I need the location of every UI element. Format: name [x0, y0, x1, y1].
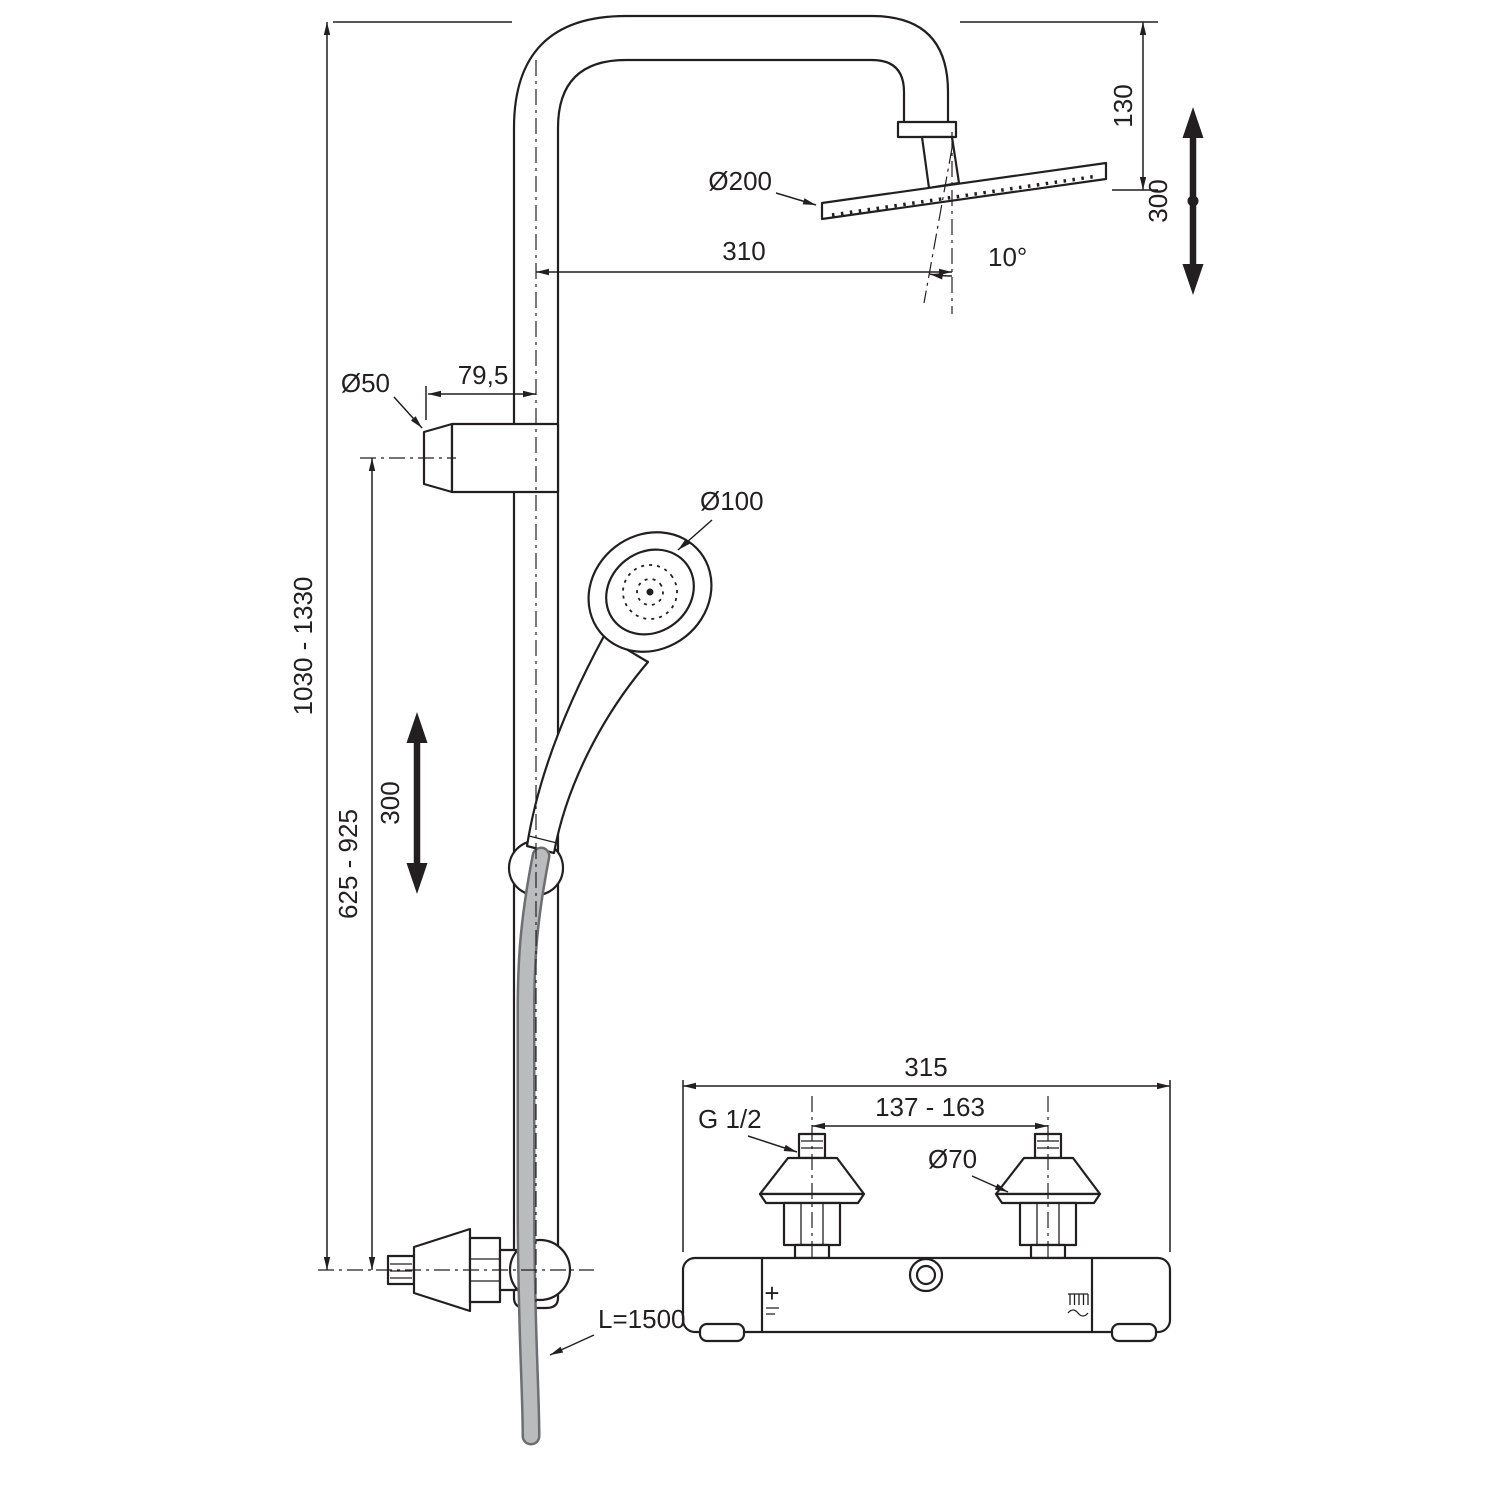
hose-fill [519, 849, 548, 1443]
dimension-bracket-offset: 79,5 [425, 360, 536, 420]
dimension-overhead-height: 130 [960, 21, 1158, 191]
dimension-overhead-offset: 310 [536, 236, 952, 276]
dim-label-mixer-rosette: Ø70 [928, 1144, 977, 1174]
dim-label-slider-range: 625 - 925 [333, 809, 363, 919]
dimension-mixer-rosette: Ø70 [928, 1144, 1009, 1193]
mixer-left-nut-facets [800, 1203, 824, 1245]
dimension-hose-length: L=1500 [549, 1304, 685, 1356]
spray-grid-icon [1067, 1293, 1089, 1317]
dim-label-mixer-width: 315 [904, 1052, 947, 1082]
wall-bracket [422, 422, 560, 494]
dim-label-bracket-diameter: Ø50 [341, 368, 390, 398]
hand-shower [525, 531, 713, 855]
dim-label-column-height: 1030 - 1330 [288, 577, 318, 716]
dimension-column-height: 1030 - 1330 [288, 21, 512, 1270]
spray-ring-outer [622, 564, 678, 620]
mixer-handle-separators [760, 1256, 1094, 1334]
mixer-center-button-outer [908, 1257, 944, 1293]
dimension-bracket-diameter: Ø50 [341, 368, 423, 429]
dimension-mixer-thread: G 1/2 [698, 1104, 798, 1153]
hand-shower-head [587, 531, 713, 653]
dimension-mixer-width: 315 [682, 1052, 1171, 1252]
dim-label-handshower-diameter: Ø100 [700, 486, 764, 516]
pipe-inner-edge [556, 58, 906, 1300]
dimension-handshower-diameter: Ø100 [677, 486, 764, 551]
dimension-mixer-centers: 137 - 163 [812, 1092, 1048, 1130]
hand-shower-hose-nut [528, 835, 558, 844]
temperature-tick-marks [766, 1307, 779, 1315]
thermostatic-mixer: + [681, 1132, 1172, 1343]
dim-label-overhead-diameter: Ø200 [708, 166, 772, 196]
dim-label-overhead-offset: 310 [722, 236, 765, 266]
overhead-tilt-axis [923, 147, 953, 304]
pipe-outer-edge [512, 14, 950, 1300]
overhead-shower [820, 120, 1108, 221]
adjustment-arrow-slider: 300 [375, 712, 428, 894]
mixer-right-grip-tab [1110, 1322, 1158, 1343]
dim-label-overhead-height: 130 [1108, 84, 1138, 127]
adjustment-arrow-overhead: 300 [1143, 107, 1204, 295]
mixer-right-nut-facets [1036, 1203, 1060, 1245]
dim-label-hose-length: L=1500 [598, 1304, 685, 1334]
hand-shower-face-ring [605, 548, 695, 636]
plus-marker-icon: + [764, 1278, 779, 1308]
spray-ring-inner [636, 578, 664, 606]
bracket-body [450, 422, 560, 494]
dim-label-overhead-adjustment: 300 [1143, 179, 1173, 222]
shower-hose [516, 846, 551, 1446]
dimension-tilt-angle: 10° [929, 242, 1027, 280]
dimension-overhead-diameter: Ø200 [708, 166, 817, 206]
head-joint-stem [920, 135, 961, 190]
dimension-slider-range: 625 - 925 [333, 458, 376, 1270]
dim-label-slider-travel: 300 [375, 781, 405, 824]
hand-shower-handle [525, 634, 650, 855]
dim-label-mixer-thread: G 1/2 [698, 1104, 762, 1134]
dim-label-tilt-angle: 10° [988, 242, 1027, 272]
head-joint-block [896, 120, 958, 139]
spray-center-dot [646, 588, 654, 596]
elbow-thread-lines [390, 1263, 412, 1279]
dim-label-mixer-centers: 137 - 163 [875, 1092, 985, 1122]
mixer-left-grip-tab [698, 1322, 746, 1343]
dim-label-bracket-offset: 79,5 [458, 360, 509, 390]
elbow-nut-facets [470, 1258, 500, 1282]
overhead-head-plate [820, 161, 1108, 221]
center-lines [318, 60, 1049, 1302]
mixer-center-button-inner [915, 1264, 937, 1286]
